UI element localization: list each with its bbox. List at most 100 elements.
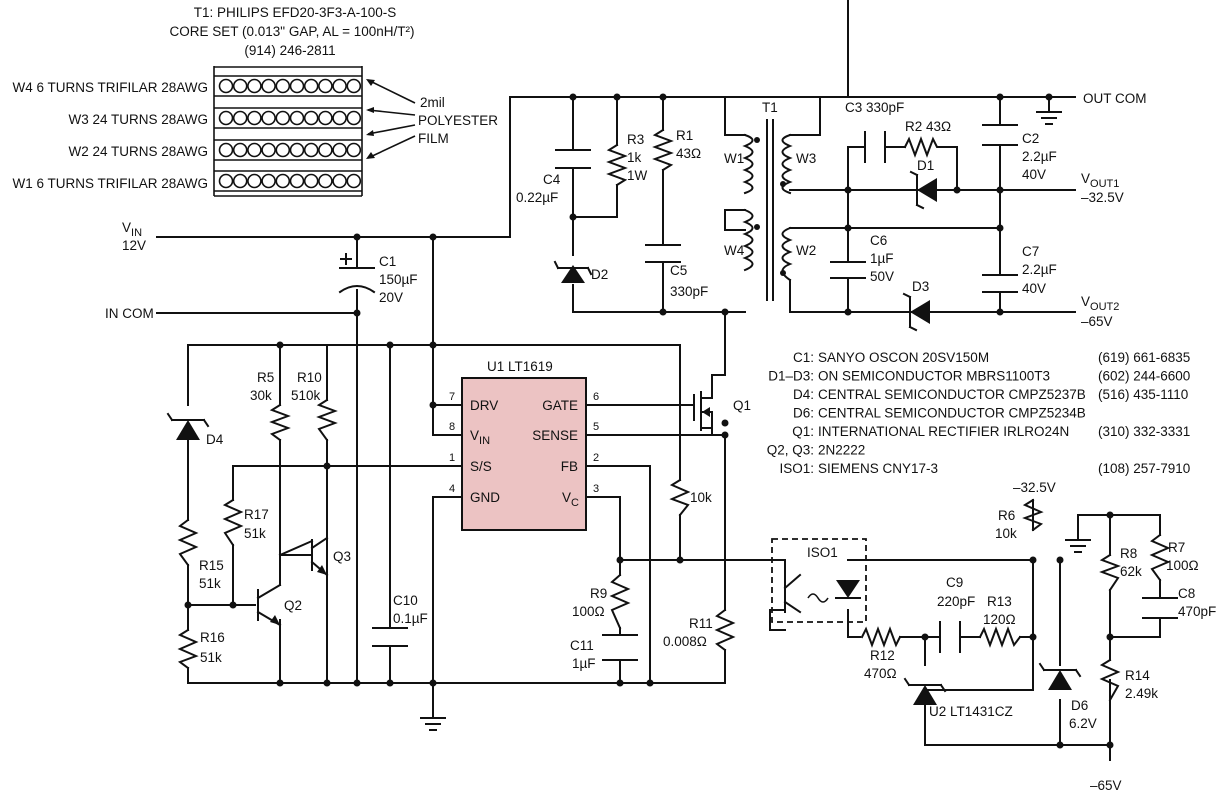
outcom-label: OUT COM <box>1083 91 1147 106</box>
r-10k-label: 10k <box>690 490 712 505</box>
r15-label: R15 <box>199 558 224 573</box>
winding-w1-label: W1 6 TURNS TRIFILAR 28AWG <box>12 176 208 191</box>
wire-turn <box>275 110 291 126</box>
c2-symbol <box>982 124 1018 146</box>
r11-label: R11 <box>689 616 713 631</box>
winding-w4-label: W4 6 TURNS TRIFILAR 28AWG <box>12 80 208 95</box>
c9-label: C9 <box>946 575 963 590</box>
d2-symbol <box>553 260 593 283</box>
wire-turn <box>275 173 291 189</box>
q3-symbol <box>310 536 329 577</box>
wire-turn <box>318 110 333 126</box>
d6-symbol <box>1038 662 1082 690</box>
d4-symbol <box>166 412 210 440</box>
bom-ref: ISO1: <box>779 461 814 476</box>
r3-value: 1k <box>627 150 642 165</box>
c6-rating: 50V <box>870 269 894 284</box>
r17-body <box>222 498 244 547</box>
diodes <box>166 170 1082 705</box>
r8-value: 62k <box>1120 564 1142 579</box>
pin-vc: VC <box>562 490 579 509</box>
wire-turn <box>289 78 305 94</box>
c3-label: C3 330pF <box>845 100 904 115</box>
q1-label: Q1 <box>733 398 751 413</box>
wire-turn <box>247 142 262 158</box>
r15-value: 51k <box>199 576 221 591</box>
c8-label: C8 <box>1178 586 1195 601</box>
c5-symbol <box>645 244 681 263</box>
c7-label: C7 <box>1022 244 1039 259</box>
winding-cross-section <box>213 66 363 197</box>
r6-body <box>1022 498 1044 532</box>
wire-turn <box>232 110 248 126</box>
t1-label: T1 <box>762 100 778 115</box>
pin-4: 4 <box>449 483 455 495</box>
d3-label: D3 <box>912 279 929 294</box>
r1-value: 43Ω <box>676 146 701 161</box>
c11-symbol <box>602 634 638 661</box>
r1-body <box>652 128 674 172</box>
w4-label: W4 <box>724 243 745 258</box>
transformer-note: T1: PHILIPS EFD20-3F3-A-100-S CORE SET (… <box>12 5 498 197</box>
pin-6: 6 <box>593 391 599 403</box>
bom-desc: ON SEMICONDUCTOR MBRS1100T3 <box>818 369 1050 384</box>
ground-icon <box>1065 539 1091 553</box>
bom-phone: (516) 435-1110 <box>1098 387 1188 402</box>
vin-value: 12V <box>122 238 146 253</box>
r7-value: 100Ω <box>1166 558 1199 573</box>
r1-label: R1 <box>676 128 693 143</box>
r16-label: R16 <box>200 630 225 645</box>
d4-label: D4 <box>206 432 224 447</box>
r17-value: 51k <box>244 526 266 541</box>
r14-label: R14 <box>1125 668 1150 683</box>
w1-label: W1 <box>724 151 744 166</box>
wire-turn <box>261 173 276 189</box>
n65-label: –65V <box>1090 778 1122 793</box>
ground-icon <box>420 717 446 731</box>
r10-label: R10 <box>297 370 322 385</box>
winding-w3-label: W3 24 TURNS 28AWG <box>68 112 208 127</box>
r7-body <box>1149 533 1171 582</box>
q3-label: Q3 <box>333 549 351 564</box>
c4-symbol <box>555 149 591 169</box>
c11-value: 1µF <box>572 656 596 671</box>
c1-label: C1 <box>379 254 396 269</box>
c7-symbol <box>982 274 1018 293</box>
c1-rating: 20V <box>379 290 403 305</box>
n325-label: –32.5V <box>1013 480 1056 495</box>
pin-sense: SENSE <box>532 428 578 443</box>
r12-body <box>860 626 902 648</box>
wire-turn <box>261 142 276 158</box>
wire-turn <box>232 142 248 158</box>
bom-table: C1:SANYO OSCON 20SV150M(619) 661-6835D1–… <box>767 350 1191 476</box>
pin-drv: DRV <box>470 398 498 413</box>
wire-turn <box>289 142 305 158</box>
pin-fb: FB <box>561 459 578 474</box>
pin-8: 8 <box>449 421 455 433</box>
wire-turn <box>332 110 347 126</box>
wire-turn <box>332 142 347 158</box>
c3-symbol <box>864 131 886 163</box>
r8-label: R8 <box>1120 546 1137 561</box>
r12-value: 470Ω <box>864 666 897 681</box>
r9-label: R9 <box>590 586 607 601</box>
c9-symbol <box>939 621 961 653</box>
c4-label: C4 <box>543 172 561 187</box>
c5-value: 330pF <box>670 284 708 299</box>
d2-label: D2 <box>591 267 608 282</box>
pin-5: 5 <box>593 421 599 433</box>
t1-phone-line: (914) 246-2811 <box>244 43 335 58</box>
c2-rating: 40V <box>1022 167 1046 182</box>
r11-value: 0.008Ω <box>663 634 707 649</box>
transistors <box>256 391 713 627</box>
d1-symbol <box>909 170 937 210</box>
wire-turn <box>261 110 276 126</box>
c8-value: 470pF <box>1178 604 1216 619</box>
r13-body <box>978 626 1022 648</box>
wire-turn <box>232 78 248 94</box>
bom-desc: CENTRAL SEMICONDUCTOR CMPZ5237B <box>818 387 1086 402</box>
junctions <box>184 93 1114 749</box>
r13-label: R13 <box>987 594 1012 609</box>
r7-label: R7 <box>1168 540 1185 555</box>
bom-ref: D1–D3: <box>768 369 814 384</box>
